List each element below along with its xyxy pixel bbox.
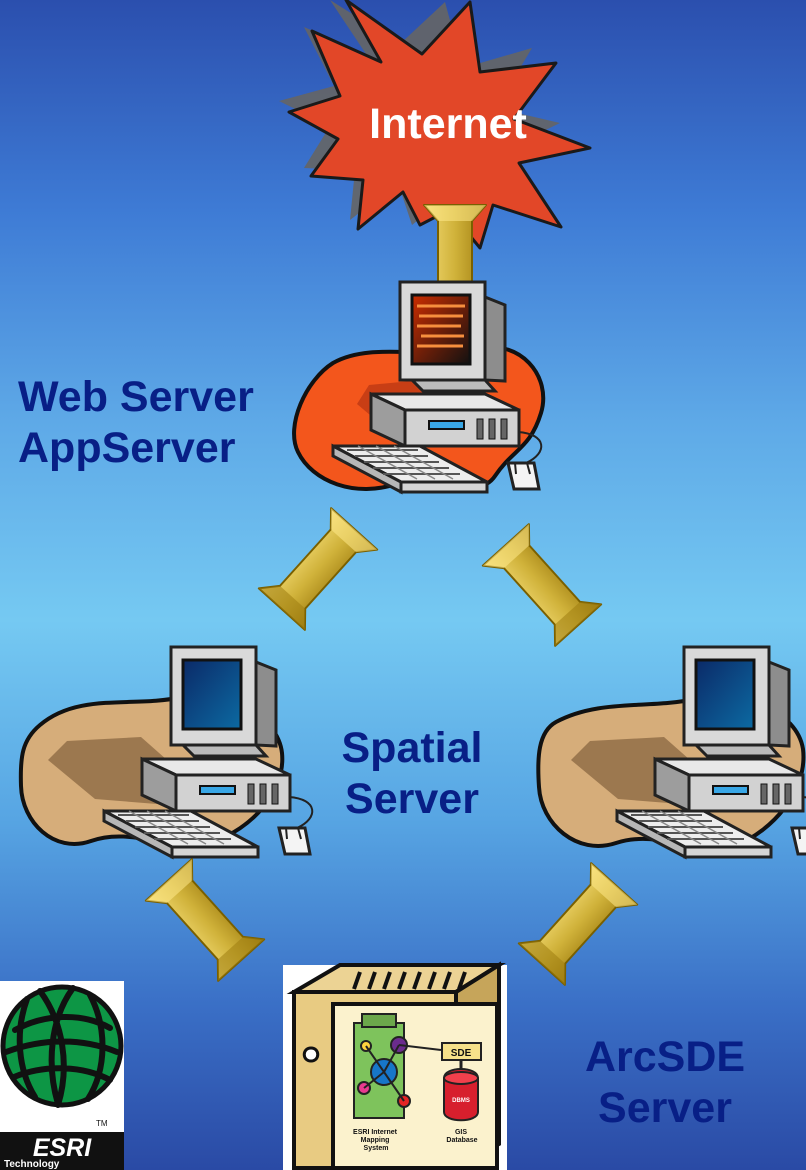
arcsde-server-label-line2: Server [598, 1084, 732, 1132]
arcsde-dbms-label: DBMS [452, 1098, 470, 1104]
esri-globe-grid [3, 985, 120, 1108]
spatial-server-right-node [536, 645, 806, 859]
web-spatial-left-arrow [257, 507, 379, 631]
web-server-label-line1: Web Server [18, 373, 254, 421]
web-spatial-right-arrow [481, 523, 603, 647]
spatial-server-label-line1: Spatial [341, 724, 483, 772]
web-server-label-line2: AppServer [18, 424, 236, 472]
spatial-server-left-node [18, 645, 314, 859]
spatial-server-label: Spatial Server [322, 723, 502, 825]
arcsde-db-top [443, 1071, 479, 1085]
esri-tagline-label: Technology [4, 1159, 60, 1170]
arcsde-sde-label: SDE [451, 1048, 472, 1059]
esri-trademark-label: TM [96, 1119, 108, 1128]
arcsde-network-lines [363, 1044, 442, 1102]
arcsde-server-node: SDE DBMS ESRI Internet Mapping System GI… [283, 961, 507, 1170]
internet-burst: Internet [279, 0, 592, 250]
arcsde-column-cap [361, 1013, 397, 1028]
arcsde-server-label-line1: ArcSDE [584, 1033, 746, 1081]
esri-brand-band [0, 1132, 124, 1170]
arcsde-gis-label: GIS Database [446, 1129, 477, 1144]
spatial-arcsde-right-arrow [517, 862, 639, 986]
spatial-server-label-line2: Server [345, 775, 479, 823]
web-server-label: Web Server AppServer [18, 372, 254, 474]
spatial-arcsde-left-arrow [144, 858, 266, 982]
esri-brand-label: ESRI [33, 1134, 92, 1162]
arcsde-server-label: ArcSDE Server [570, 1032, 760, 1134]
arcsde-ims-label: ESRI Internet Mapping System [353, 1129, 399, 1152]
web-server-computer [331, 280, 543, 494]
arcsde-server-vents [352, 971, 467, 990]
web-server-node [292, 280, 546, 494]
esri-logo: TM ESRI Technology [0, 981, 124, 1170]
internet-label: Internet [369, 100, 527, 148]
arcsde-door-handle [302, 1046, 320, 1063]
